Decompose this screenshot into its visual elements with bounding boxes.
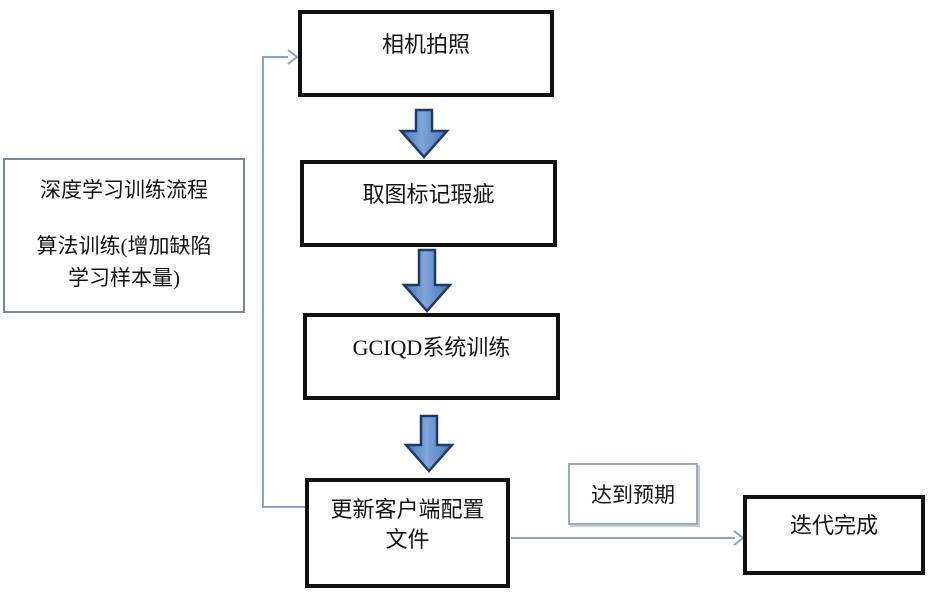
flow-node-update-config-label-line2: 文件 bbox=[385, 527, 430, 552]
expected-condition-label: 达到预期 bbox=[591, 483, 675, 507]
flow-node-gciqd-training: GCIQD系统训练 bbox=[303, 313, 560, 400]
process-note-box: 深度学习训练流程 算法训练(增加缺陷 学习样本量) bbox=[3, 158, 245, 313]
process-note-line2: 算法训练(增加缺陷 bbox=[36, 234, 212, 258]
flow-node-iteration-done-label: 迭代完成 bbox=[789, 513, 878, 538]
flow-node-iteration-done: 迭代完成 bbox=[743, 495, 925, 575]
flow-node-camera: 相机拍照 bbox=[298, 10, 554, 97]
process-note-title: 深度学习训练流程 bbox=[40, 178, 208, 202]
flow-node-mark-defects-label: 取图标记瑕疵 bbox=[362, 182, 495, 207]
expected-condition-box: 达到预期 bbox=[568, 463, 698, 525]
flow-node-gciqd-training-label: GCIQD系统训练 bbox=[352, 335, 511, 360]
flow-node-update-config-label-line1: 更新客户端配置 bbox=[330, 497, 485, 522]
done-flow-arrowhead-icon bbox=[733, 530, 745, 546]
block-arrow-down-icon-1 bbox=[398, 108, 450, 159]
block-arrow-down-icon-2 bbox=[401, 248, 453, 313]
process-note-line3: 学习样本量) bbox=[68, 266, 180, 290]
feedback-loop-arrowhead-icon bbox=[287, 49, 299, 65]
flow-node-update-config: 更新客户端配置 文件 bbox=[305, 478, 510, 588]
flow-node-camera-label: 相机拍照 bbox=[381, 32, 470, 57]
block-arrow-down-icon-3 bbox=[403, 414, 455, 473]
feedback-loop-line bbox=[262, 56, 305, 508]
flow-node-mark-defects: 取图标记瑕疵 bbox=[300, 160, 557, 247]
